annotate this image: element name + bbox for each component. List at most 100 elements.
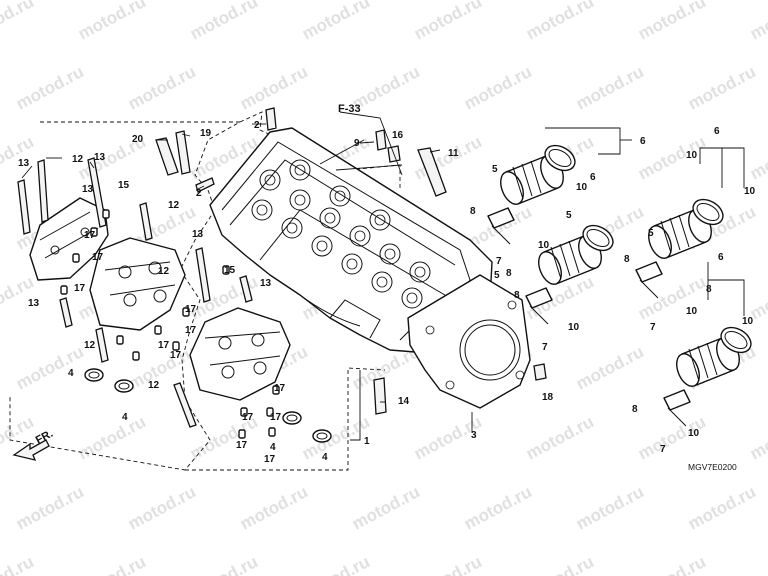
head-bore-inner <box>414 266 426 278</box>
callout-13: 13 <box>94 152 106 163</box>
head-bore-inner <box>286 222 298 234</box>
watermark-text: motod.ru <box>75 412 149 463</box>
callout-12: 12 <box>72 154 84 165</box>
intake-insulators <box>487 144 752 427</box>
head-bore-inner <box>334 190 346 202</box>
callout-10: 10 <box>688 428 700 439</box>
callout-8: 8 <box>514 290 520 301</box>
callout-17: 17 <box>236 440 248 451</box>
dowel-pin <box>90 227 98 237</box>
callout-4: 4 <box>68 368 74 379</box>
watermark-text: motod.ru <box>299 552 373 576</box>
intake-insulator <box>487 144 576 245</box>
callout-19: 19 <box>200 128 212 139</box>
watermark-text: motod.ru <box>13 342 87 393</box>
callout-17: 17 <box>274 383 286 394</box>
dowel-pin <box>154 325 162 335</box>
callout-6: 6 <box>714 126 720 137</box>
head-bore <box>369 209 391 231</box>
head-bore-inner <box>256 204 268 216</box>
insulator-band <box>720 326 752 354</box>
dowel-pins <box>60 209 280 439</box>
dowel-pin <box>182 307 190 317</box>
watermark-text: motod.ru <box>573 62 647 113</box>
dowel-pin <box>116 335 124 345</box>
lower-bracket-boundary <box>185 367 386 471</box>
callout-12: 12 <box>168 200 180 211</box>
callout-12: 12 <box>158 266 170 277</box>
callout-5: 5 <box>492 164 498 175</box>
dowel-pin <box>222 265 230 275</box>
watermark-text: motod.ru <box>411 0 485 44</box>
diagram-code: MGV7E0200 <box>688 462 737 472</box>
watermark-text: motod.ru <box>349 482 423 533</box>
leader-lines <box>21 111 745 441</box>
head-bore-inner <box>324 212 336 224</box>
callout-20: 20 <box>132 134 144 145</box>
watermark-text: motod.ru <box>635 0 709 44</box>
head-bore <box>349 225 371 247</box>
callout-13: 13 <box>260 278 272 289</box>
watermark-text: motod.ru <box>187 552 261 576</box>
camshaft-holder-rear-left <box>29 197 109 281</box>
dowel-pin <box>102 209 110 219</box>
head-bore <box>409 261 431 283</box>
head-bore-inner <box>316 240 328 252</box>
dowel-pin <box>268 427 276 437</box>
head-bore-inner <box>374 214 386 226</box>
dowel-pin <box>132 351 140 361</box>
watermark-text: motod.ru <box>747 132 768 183</box>
callout-14: 14 <box>398 396 410 407</box>
watermark-text: motod.ru <box>187 0 261 44</box>
front-label: FR. <box>34 428 55 447</box>
callout-17: 17 <box>92 252 104 263</box>
dowel-pin <box>272 385 280 395</box>
dowel-pin <box>60 285 68 295</box>
callout-17: 17 <box>242 412 254 423</box>
insulator-clamp <box>663 389 691 427</box>
watermark-text: motod.ru <box>75 0 149 44</box>
head-bore <box>289 189 311 211</box>
callout-2: 2 <box>254 120 260 131</box>
watermark-text: motod.ru <box>685 482 759 533</box>
watermark-text: motod.ru <box>685 62 759 113</box>
callout-13: 13 <box>82 184 94 195</box>
assembly-boundary <box>9 121 242 471</box>
callout-8: 8 <box>506 268 512 279</box>
callout-10: 10 <box>742 316 754 327</box>
callout-7: 7 <box>650 322 656 333</box>
watermark-text: motod.ru <box>13 482 87 533</box>
insulator-band <box>544 144 576 172</box>
callout-1: 1 <box>364 436 370 447</box>
callout-17: 17 <box>74 283 86 294</box>
head-bore-inner <box>384 248 396 260</box>
callout-8: 8 <box>706 284 712 295</box>
head-bore-inner <box>264 174 276 186</box>
watermark-text: motod.ru <box>461 62 535 113</box>
dowel-pin <box>240 407 248 417</box>
watermark-text: motod.ru <box>75 552 149 576</box>
callout-17: 17 <box>185 325 197 336</box>
watermark-text: motod.ru <box>461 482 535 533</box>
callout-2: 2 <box>196 188 202 199</box>
watermark-text: motod.ru <box>747 552 768 576</box>
head-bore <box>329 185 351 207</box>
callout-10: 10 <box>686 150 698 161</box>
insulator-clamp <box>525 287 553 325</box>
insulator-clamp <box>487 207 515 245</box>
callout-13: 13 <box>28 298 40 309</box>
holder-bolts <box>17 107 547 428</box>
watermark-text: motod.ru <box>523 412 597 463</box>
callout-17: 17 <box>170 350 182 361</box>
callout-12: 12 <box>84 340 96 351</box>
callout-7: 7 <box>660 444 666 455</box>
callout-8: 8 <box>470 206 476 217</box>
callout-numbers: 1223444455556666777788888891010101010101… <box>18 120 756 465</box>
callout-17: 17 <box>270 412 282 423</box>
camshaft-holder-front <box>189 307 291 401</box>
callout-4: 4 <box>270 442 276 453</box>
watermark-text: motod.ru <box>747 0 768 44</box>
head-bore <box>319 207 341 229</box>
callout-13: 13 <box>192 229 204 240</box>
head-bore-inner <box>406 292 418 304</box>
